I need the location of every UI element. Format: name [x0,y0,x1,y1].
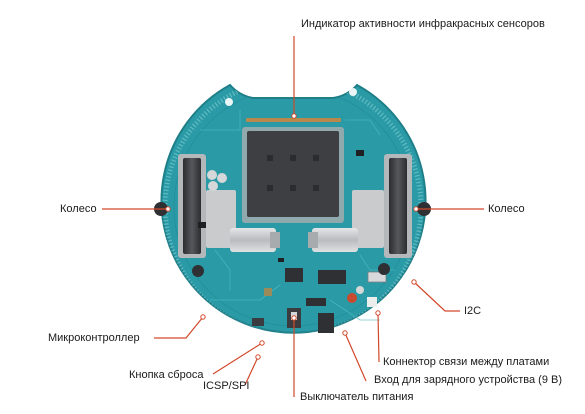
label-board-connector: Коннектор связи между платами [383,356,550,368]
label-microcontroller: Микроконтроллер [48,332,140,344]
label-power-switch: Выключатель питания [300,391,414,403]
robot-board [154,83,431,334]
label-charger-input: Вход для зарядного устройства (9 В) [374,374,563,386]
label-i2c: I2C [464,305,482,317]
label-ir-indicator: Индикатор активности инфракрасных сенсор… [301,18,545,30]
ir-indicator-strip [246,118,341,122]
heatsink-marks [267,155,319,191]
leader-lines [102,36,484,397]
heatsink [247,131,339,217]
label-wheel-right: Колесо [488,203,525,215]
board-connector-chip [318,270,346,284]
icsp-header [252,318,264,326]
charger-jack-part [318,313,334,333]
label-reset-button: Кнопка сброса [129,369,204,381]
left-wheel [178,154,280,258]
right-wheel [308,154,412,258]
label-icsp-spi: ICSP/SPI [203,380,250,392]
pcb-traces [200,110,395,321]
components [154,88,431,333]
i2c-connector [367,271,387,283]
reset-button-part [264,288,272,296]
label-wheel-left: Колесо [60,203,97,215]
microcontroller-chip [285,268,303,282]
